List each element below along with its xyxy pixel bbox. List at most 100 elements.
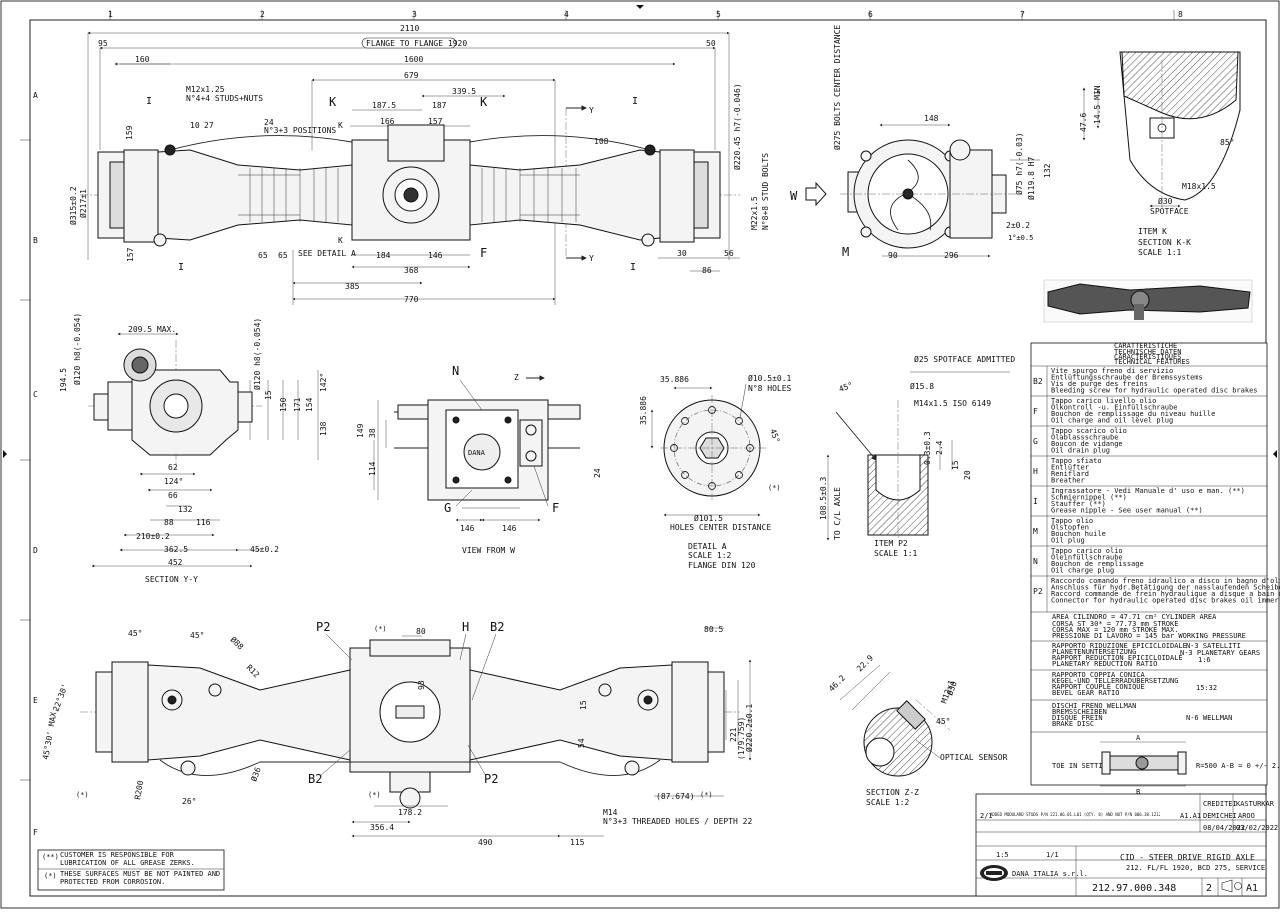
kk-hatch	[1121, 51, 1239, 120]
disc-0: DISCHI FRENO WELLMAN	[1052, 702, 1136, 710]
toe-b: B	[1136, 788, 1140, 796]
dim-132: 132	[1043, 163, 1052, 178]
p2-20: 20	[963, 470, 972, 480]
tb-date1: 08/04/2022	[1203, 824, 1245, 832]
fv-pinion-flange	[399, 787, 421, 809]
front-view: P2 P2 H B2 B2 (*) (*) (*) (*) 80 80.5 45…	[41, 620, 754, 847]
tb-drawn: CREDITEI	[1203, 800, 1237, 808]
label-I-2: I	[178, 262, 184, 273]
detail-a: 35.886 35.886 Ø10.5±0.1 N°8 HOLES 45° Ø1…	[639, 373, 792, 570]
yy-150: 150	[279, 397, 288, 412]
char-line: Ingrassatore - Vedi Manuale d' uso e man…	[1051, 487, 1245, 495]
col-5: 5	[716, 10, 721, 19]
char-line: Ölkontroll -u. Einfüllschraube	[1051, 403, 1177, 412]
yy-138: 138	[319, 421, 328, 436]
p2-15: 15	[951, 460, 960, 470]
p2-title: ITEM P2	[874, 539, 908, 548]
fv-left-arm	[147, 664, 351, 761]
tb-company: DANA ITALIA s.r.l.	[1012, 870, 1088, 878]
fv-star-4: (*)	[700, 791, 713, 799]
char-line: Tappo olio	[1051, 517, 1093, 525]
fv-179: (179.759)	[737, 717, 746, 760]
row-A: A	[33, 91, 38, 100]
yy-d120b: Ø120 h8(-0.054)	[252, 318, 262, 390]
p2-2-4: 2.4	[935, 440, 944, 455]
fv-star-2: (*)	[368, 791, 381, 799]
fv-15: 15	[579, 700, 588, 710]
tb-date2: 03/02/2022	[1236, 824, 1278, 832]
toe-val: R=500 A-B = 0 +/- 2.5mm	[1196, 762, 1280, 770]
fv-star-1: (*)	[374, 625, 387, 633]
tb-scale: 1:5	[996, 851, 1009, 859]
fv-star-3: (*)	[76, 791, 89, 799]
dim-148: 148	[924, 114, 939, 123]
char-key: G	[1033, 437, 1038, 446]
flange-box	[361, 37, 457, 49]
char-line: Ölablassschraube	[1051, 433, 1118, 442]
yy-194-5: 194.5	[59, 368, 68, 392]
char-key: H	[1033, 467, 1038, 476]
right-axle-arm	[469, 149, 661, 241]
kk-item: ITEM K	[1138, 227, 1167, 236]
char-key: P2	[1033, 587, 1043, 596]
disc-2: DISQUE FREIN	[1052, 714, 1103, 722]
zz-45: 45°	[936, 717, 950, 726]
tie-rod-left	[169, 135, 353, 151]
char-line: Vis de purge des freins	[1051, 380, 1148, 388]
zz-46-2: 46.2	[827, 673, 847, 693]
char-line: Vite spurgo freno di servizio	[1051, 367, 1173, 375]
fv-87-674: (87.674)	[656, 792, 695, 801]
dim-d119-8: Ø119.8 H7	[1026, 156, 1036, 200]
fv-221: 221	[729, 727, 738, 742]
bevel-1: KEGEL-UND TELLERRADUBERSETZUNG	[1052, 677, 1178, 685]
char-line: Grease nipple - See user manual (**)	[1051, 507, 1203, 515]
fv-45-max: 45°30' MAX.	[41, 707, 59, 761]
p2-spotface: Ø25 SPOTFACE ADMITTED	[914, 354, 1015, 364]
disc-1: BREMSSCHEIBEN	[1052, 708, 1107, 716]
fv-115: 115	[570, 838, 585, 847]
yy-title: SECTION Y-Y	[145, 575, 198, 584]
a-holes: N°8 HOLES	[748, 384, 792, 393]
col-3: 3	[412, 10, 417, 19]
label-Y-2: Y	[589, 254, 594, 263]
fv-p2a: P2	[316, 620, 330, 634]
char-line: Bouchon de remplissage du niveau huille	[1051, 410, 1215, 418]
left-axle-arm	[157, 149, 353, 241]
label-K-3: K	[338, 121, 343, 130]
char-head-1: TECHNISCHE DATEN	[1114, 348, 1181, 356]
a-hcd: HOLES CENTER DISTANCE	[670, 523, 771, 532]
yy-d120a: Ø120 h8(-0.054)	[72, 313, 82, 385]
zz-22-9: 22.9	[855, 653, 875, 673]
yy-62: 62	[168, 463, 178, 472]
dim-2110: 2110	[400, 24, 419, 33]
tb-checked: KASTURKAR	[1236, 800, 1275, 808]
fv-490: 490	[478, 838, 493, 847]
note-d217: Ø217±1	[78, 189, 88, 218]
note-2: THESE SURFACES MUST BE NOT PAINTED AND P…	[60, 870, 221, 886]
bcd-text: Ø275 BOLTS CENTER DISTANCE	[832, 25, 842, 150]
kk-spotface: SPOTFACE	[1150, 207, 1189, 216]
dim-86: 86	[702, 266, 712, 275]
section-yy: 209.5 MAX. 194.5 Ø120 h8(-0.054) Ø120 h8…	[59, 313, 328, 584]
section-kk: 14.5 MIN 47.6 85° M18x1.5 Ø30 SPOTFACE I…	[1079, 51, 1241, 257]
dim-flange-1920: FLANGE TO FLANGE 1920	[366, 39, 467, 48]
w-24: 24	[593, 468, 602, 478]
dim-56: 56	[724, 249, 734, 258]
p2-0-3: 0.3±0.3	[923, 431, 932, 465]
zz-scale: SCALE 1:2	[866, 798, 910, 807]
dim-30: 30	[677, 249, 687, 258]
center-mark-top	[636, 5, 644, 9]
w-label-n: N	[452, 364, 459, 378]
yy-45: 45±0.2	[250, 545, 279, 554]
char-line: Oil drain plug	[1051, 447, 1110, 455]
characteristics-table: CARATTERISTICHE TECHNISCHE DATEN CARACTE…	[1030, 342, 1280, 796]
plan-val-1: N-3 PLANETARY GEARS	[1180, 649, 1260, 657]
dim-385: 385	[345, 282, 360, 291]
disc-val: N-6 WELLMAN	[1186, 714, 1232, 722]
label-I-4: I	[630, 262, 636, 273]
dim-50: 50	[706, 39, 716, 48]
plan-0: RAPPORTO RIDUZIONE EPICICLOIDALE	[1052, 642, 1187, 650]
row-E: E	[33, 696, 38, 705]
kk-scale: SCALE 1:1	[1138, 248, 1182, 257]
